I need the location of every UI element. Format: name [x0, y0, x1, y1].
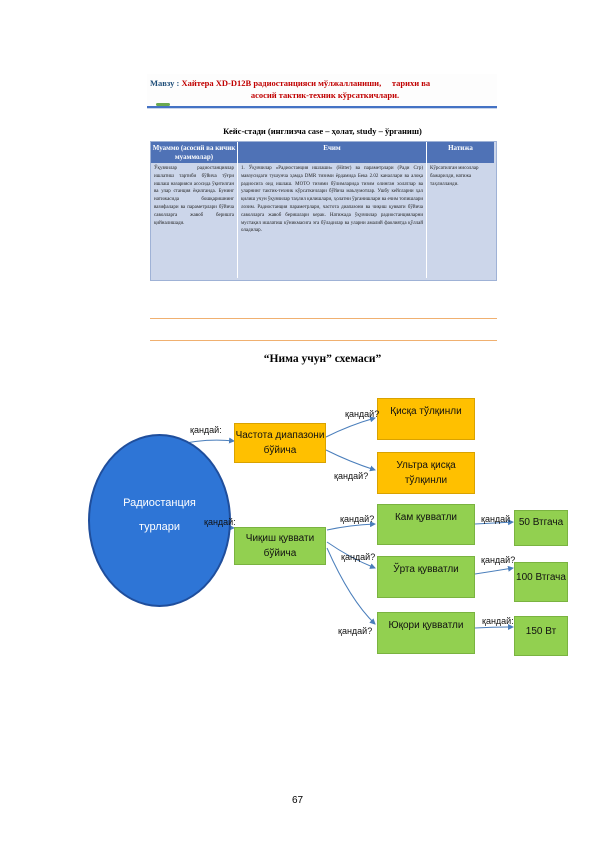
label-qanday-ultra: қандай?: [334, 471, 369, 481]
mid-power-box: Ўрта қувватли: [377, 556, 475, 598]
header-title-main: Хайтера XD-D12B радиостанцияси мўлжаллан…: [181, 78, 382, 88]
ultra-short-line-1: Ультра қисқа: [396, 460, 456, 471]
diagram-title: “Нима учун” схемаси”: [263, 353, 382, 365]
short-wave-label: Қисқа тўлқинли: [390, 406, 462, 417]
table-divider: [237, 142, 238, 278]
center-oval-text: Радиостанция турлари: [96, 491, 223, 539]
table-cell-result: Кўрсатилган мисоллар бажарилди, натижа т…: [430, 166, 479, 187]
table-cell-problem: Ўқувчилар радиостанциялар ишлатиш тартиб…: [154, 166, 234, 226]
watt-150-box: 150 Вт: [514, 616, 568, 656]
freq-box-line-1: Частота диапазони: [235, 430, 325, 441]
power-box-line-2: бўйича: [263, 548, 297, 559]
header-box: [147, 74, 497, 108]
label-qanday-low: қандай?: [340, 514, 375, 524]
freq-range-box: Частота диапазони бўйича: [234, 423, 326, 463]
short-wave-box: Қисқа тўлқинли: [377, 398, 475, 440]
header-line-1: Мавзу : Хайтера XD-D12B радиостанцияси м…: [150, 78, 500, 89]
label-qanday-short: қандай?: [345, 409, 380, 419]
center-oval: [88, 434, 231, 607]
separator-line: [150, 318, 497, 319]
label-qanday-mid: қандай?: [341, 552, 376, 562]
watt-50-box: 50 Втгача: [514, 510, 568, 546]
high-power-box: Юқори қувватли: [377, 612, 475, 654]
low-power-box: Кам қувватли: [377, 504, 475, 545]
center-line-2: турлари: [138, 521, 181, 533]
table-cell-solution: 1. Ўқувчилар «Радиостанция ишлаши» (Hitt…: [241, 166, 423, 234]
ultra-short-line-2: тўлқинли: [404, 475, 448, 486]
table-header-solution: Ечим: [238, 142, 426, 163]
power-box-line-1: Чиқиш қуввати: [245, 533, 315, 544]
table-header-result: Натижа: [427, 142, 494, 163]
connector-freq-ultra: [325, 449, 376, 472]
freq-box-line-2: бўйича: [263, 445, 297, 456]
connector-freq-short: [325, 416, 376, 438]
table-header-problem: Муаммо (асосий ва кичик муаммолар): [151, 142, 237, 163]
ultra-short-wave-box: Ультра қисқа тўлқинли: [377, 452, 475, 494]
header-accent: [156, 103, 170, 106]
case-study-table: [150, 141, 497, 281]
connector-high-150: [474, 624, 514, 631]
page-number: 67: [291, 795, 304, 806]
separator-line: [150, 340, 497, 341]
label-qanday-freq: қандай:: [190, 425, 222, 435]
table-divider: [426, 142, 427, 278]
case-study-title: Кейс-стади (инглизча case – ҳолат, study…: [223, 126, 422, 136]
watt-100-box: 100 Втгача: [514, 562, 568, 602]
header-title-end: тарихи ва: [391, 78, 431, 88]
label-qanday-150: қандай:: [482, 616, 514, 626]
center-line-1: Радиостанция: [123, 497, 196, 509]
connector-mid-100: [474, 565, 514, 575]
header-theme-label: Мавзу :: [150, 78, 180, 88]
header-line-2: асосий тактик-техник кўрсаткичлари.: [250, 90, 400, 100]
label-qanday-50: қандай: [481, 514, 511, 524]
label-qanday-high: қандай?: [338, 626, 373, 636]
label-qanday-100: қандай?: [481, 555, 516, 565]
connector-power-low: [326, 521, 376, 531]
connector-power-high: [326, 547, 376, 625]
label-qanday-power: қандай:: [204, 517, 236, 527]
connector-power-mid: [326, 541, 376, 569]
connector-low-50: [474, 519, 514, 526]
output-power-box: Чиқиш қуввати бўйича: [234, 527, 326, 565]
